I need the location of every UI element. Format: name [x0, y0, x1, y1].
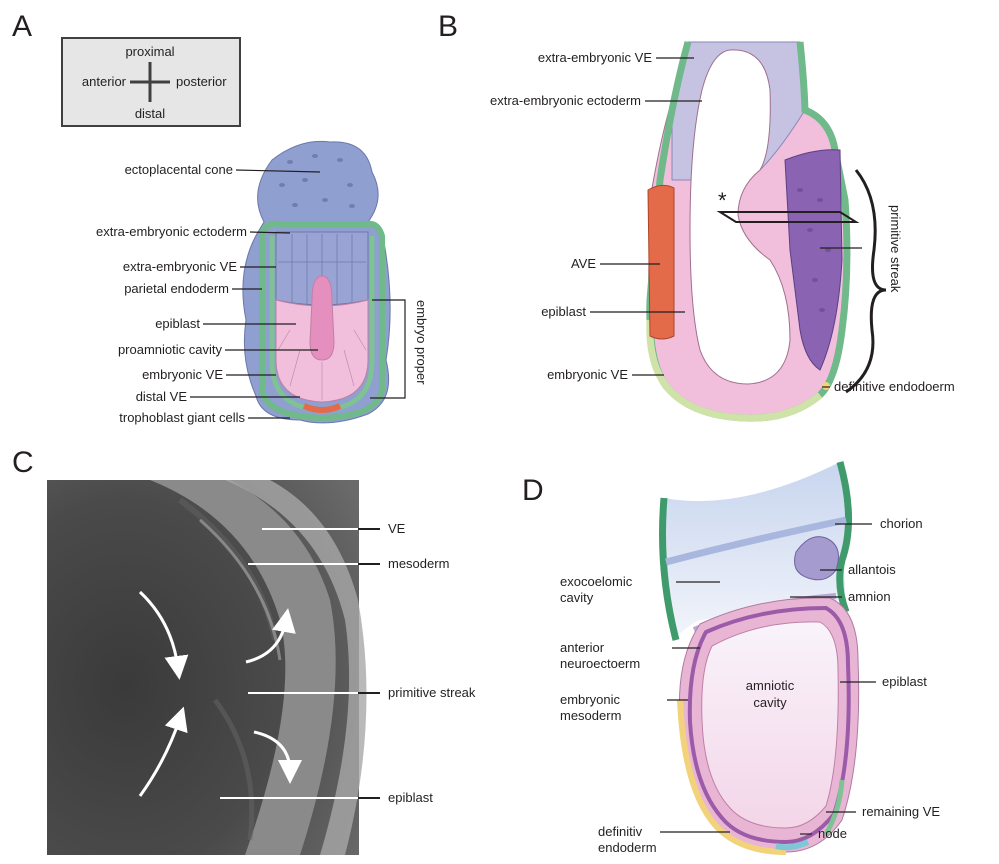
- label-distal-ve: distal VE: [136, 389, 188, 404]
- label-ectoplacental-cone: ectoplacental cone: [125, 162, 233, 177]
- label-definitive-endoderm-d-line2: endoderm: [598, 840, 657, 855]
- label-extra-embryonic-ectoderm-b: extra-embryonic ectoderm: [490, 93, 641, 108]
- label-amniotic-cavity-line1: amniotic: [746, 678, 795, 693]
- label-primitive-streak-b: primitive streak: [888, 205, 903, 293]
- label-trophoblast-giant-cells: trophoblast giant cells: [119, 410, 245, 425]
- panel-letter-a: A: [12, 10, 32, 43]
- panel-a: A proximal distal anterior posterior: [12, 10, 429, 425]
- label-embryonic-ve-a: embryonic VE: [142, 367, 223, 382]
- label-mesoderm-c: mesoderm: [388, 556, 449, 571]
- label-extra-embryonic-ve-a: extra-embryonic VE: [123, 259, 237, 274]
- panel-c: C VE mesoderm primitive st: [12, 446, 476, 855]
- label-embryonic-mesoderm-line1: embryonic: [560, 692, 620, 707]
- label-chorion: chorion: [880, 516, 923, 531]
- label-exocoelomic-cavity-line1: exocoelomic: [560, 574, 633, 589]
- label-epiblast-c: epiblast: [388, 790, 433, 805]
- section-asterisk: *: [718, 188, 727, 213]
- axis-proximal-label: proximal: [125, 44, 174, 59]
- label-node: node: [818, 826, 847, 841]
- label-epiblast-a: epiblast: [155, 316, 200, 331]
- axis-anterior-label: anterior: [82, 74, 127, 89]
- axis-legend-box: proximal distal anterior posterior: [62, 38, 240, 126]
- label-definitive-endoderm-d-line1: definitiv: [598, 824, 643, 839]
- label-amniotic-cavity-line2: cavity: [753, 695, 787, 710]
- panel-letter-c: C: [12, 446, 34, 479]
- label-anterior-neuroectoderm-line2: neuroectoerm: [560, 656, 640, 671]
- axis-posterior-label: posterior: [176, 74, 227, 89]
- panel-d: D: [522, 462, 940, 855]
- label-ve-c: VE: [388, 521, 406, 536]
- egg-cylinder-illustration: [243, 141, 390, 423]
- label-remaining-ve: remaining VE: [862, 804, 940, 819]
- label-epiblast-d: epiblast: [882, 674, 927, 689]
- label-extra-embryonic-ve-b: extra-embryonic VE: [538, 50, 652, 65]
- label-anterior-neuroectoderm-line1: anterior: [560, 640, 605, 655]
- axis-distal-label: distal: [135, 106, 165, 121]
- label-definitive-endoderm-b: definitive endodoerm: [834, 379, 955, 394]
- panel-letter-d: D: [522, 474, 544, 507]
- panel-letter-b: B: [438, 10, 458, 43]
- label-embryonic-mesoderm-line2: mesoderm: [560, 708, 621, 723]
- label-amnion: amnion: [848, 589, 891, 604]
- label-parietal-endoderm: parietal endoderm: [124, 281, 229, 296]
- label-embryonic-ve-b: embryonic VE: [547, 367, 628, 382]
- headfold-embryo-illustration: [663, 462, 859, 852]
- label-ave: AVE: [571, 256, 596, 271]
- label-epiblast-b: epiblast: [541, 304, 586, 319]
- label-allantois: allantois: [848, 562, 896, 577]
- label-primitive-streak-c: primitive streak: [388, 685, 476, 700]
- panel-b: B *: [438, 10, 955, 418]
- label-extra-embryonic-ectoderm-a: extra-embryonic ectoderm: [96, 224, 247, 239]
- label-embryo-proper: embryo proper: [414, 300, 429, 385]
- gastrula-illustration: [648, 42, 886, 418]
- label-proamniotic-cavity: proamniotic cavity: [118, 342, 223, 357]
- label-exocoelomic-cavity-line2: cavity: [560, 590, 594, 605]
